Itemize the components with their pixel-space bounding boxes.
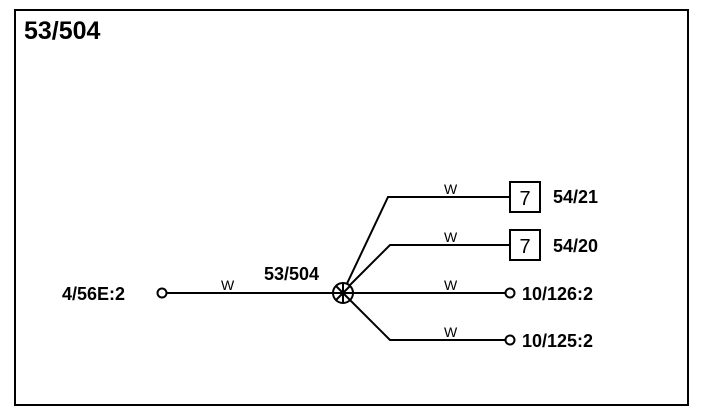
branch-1-wire-color-label: W — [444, 181, 458, 197]
branch-1-wire — [342, 196, 510, 293]
branch-1-box-number: 7 — [519, 188, 530, 210]
branch-2-box-number: 7 — [519, 236, 530, 258]
branch-1-label: 54/21 — [553, 187, 598, 207]
diagram-title: 53/504 — [24, 17, 101, 45]
branch-4-wire — [342, 292, 505, 341]
splice-icon[interactable] — [332, 282, 354, 304]
branch-3-connector-pin[interactable] — [504, 287, 516, 299]
branch-2-component-box[interactable] — [509, 229, 541, 261]
left-wire-color-label: W — [221, 277, 235, 293]
branch-2-label: 54/20 — [553, 236, 598, 256]
branch-3-wire-color-label: W — [444, 277, 458, 293]
branch-4-connector-pin[interactable] — [504, 334, 516, 346]
branch-4-wire-color-label: W — [444, 324, 458, 340]
branch-3-label: 10/126:2 — [522, 284, 593, 304]
diagram-frame — [14, 9, 689, 406]
splice-label: 53/504 — [264, 264, 319, 284]
branch-1-component-box[interactable] — [509, 181, 541, 213]
branch-2-wire-color-label: W — [444, 229, 458, 245]
branch-4-label: 10/125:2 — [522, 331, 593, 351]
branch-2-wire — [342, 244, 510, 293]
left-connector-label: 4/56E:2 — [62, 284, 125, 304]
left-connector-pin[interactable] — [156, 287, 168, 299]
